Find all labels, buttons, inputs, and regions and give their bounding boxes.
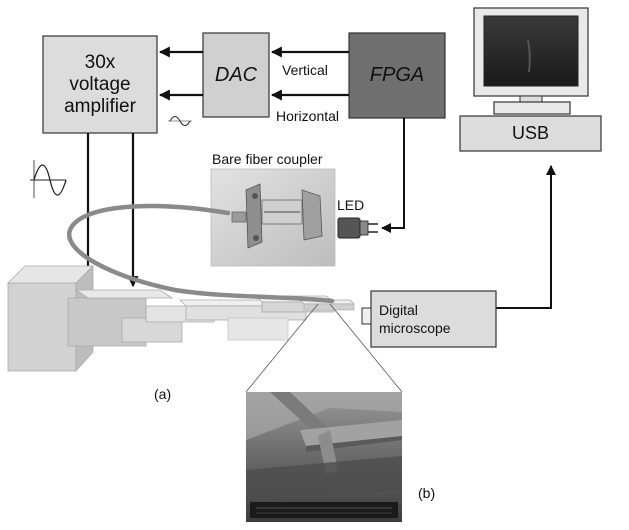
digital-microscope-box bbox=[370, 290, 497, 348]
fpga-box bbox=[348, 32, 446, 119]
fpga-label: FPGA bbox=[369, 64, 425, 86]
digital-microscope-label: Digital microscope bbox=[379, 302, 451, 336]
horizontal-signal-label: Horizontal bbox=[276, 108, 340, 124]
amplifier-label: 30x voltage amplifier bbox=[64, 51, 136, 117]
sine-waveform-icon bbox=[30, 160, 67, 198]
panel-a-label: (a) bbox=[154, 386, 172, 402]
zoom-line-right bbox=[329, 303, 403, 393]
fpga-led-arrow bbox=[381, 118, 405, 233]
optical-fiber bbox=[67, 203, 335, 304]
microscope-usb-arrow bbox=[496, 165, 556, 309]
dac-label: DAC bbox=[214, 63, 258, 86]
fiber-coupler-photo bbox=[210, 168, 336, 267]
panel-b-label: (b) bbox=[418, 485, 436, 501]
usb-label: USB bbox=[511, 123, 549, 143]
usb-box bbox=[459, 115, 602, 152]
computer-monitor bbox=[459, 7, 602, 152]
led-icon bbox=[337, 217, 378, 239]
piezo-stage bbox=[7, 265, 355, 373]
vertical-signal-label: Vertical bbox=[282, 62, 328, 78]
zoom-line-left bbox=[245, 303, 319, 393]
fiber-coupler-label: Bare fiber coupler bbox=[212, 151, 323, 167]
led-label: LED bbox=[337, 197, 365, 213]
sem-image bbox=[246, 392, 402, 522]
amplifier-box bbox=[42, 35, 158, 134]
dac-box bbox=[202, 32, 270, 118]
